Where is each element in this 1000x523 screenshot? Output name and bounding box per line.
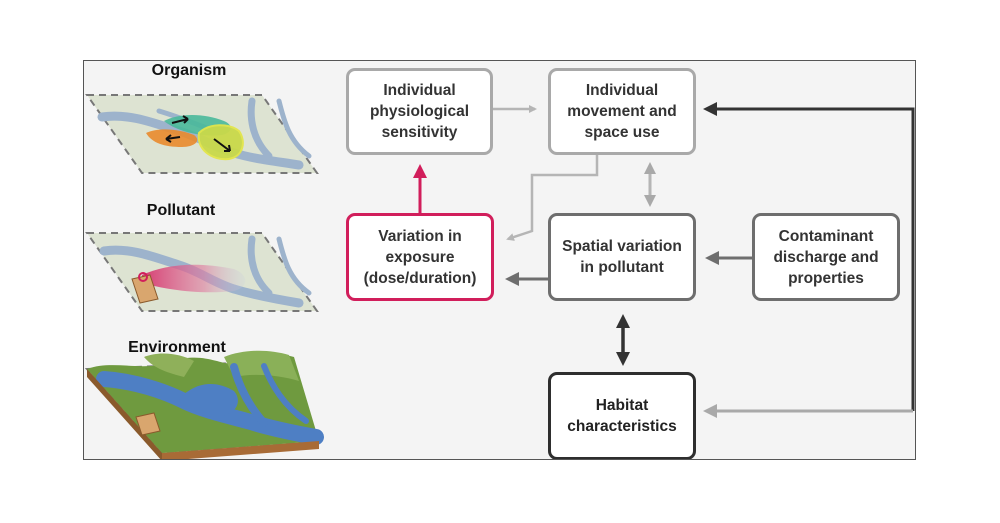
- pollutant-label: Pollutant: [146, 202, 216, 219]
- pollutant-map: [85, 232, 319, 312]
- arrow-movement-to-exposure: [506, 155, 599, 241]
- environment-label: Environment: [128, 339, 226, 356]
- box-habitat-characteristics: Habitat characteristics: [548, 372, 696, 459]
- box-variation-exposure: Variation in exposure (dose/duration): [346, 213, 494, 301]
- box-spatial-variation: Spatial variation in pollutant: [548, 213, 696, 301]
- organism-label: Organism: [151, 62, 227, 79]
- box-physiological-sensitivity: Individual physiological sensitivity: [346, 68, 493, 155]
- box-contaminant-discharge: Contaminant discharge and properties: [752, 213, 900, 301]
- figure-panel: Organism Pollutant Environment Individua…: [83, 60, 916, 460]
- organism-map: [85, 94, 319, 174]
- environment-terrain: [84, 350, 324, 459]
- diagram-graphics: [84, 94, 915, 459]
- arrow-loop-to-movement: [703, 102, 915, 411]
- box-movement-space-use: Individual movement and space use: [548, 68, 696, 155]
